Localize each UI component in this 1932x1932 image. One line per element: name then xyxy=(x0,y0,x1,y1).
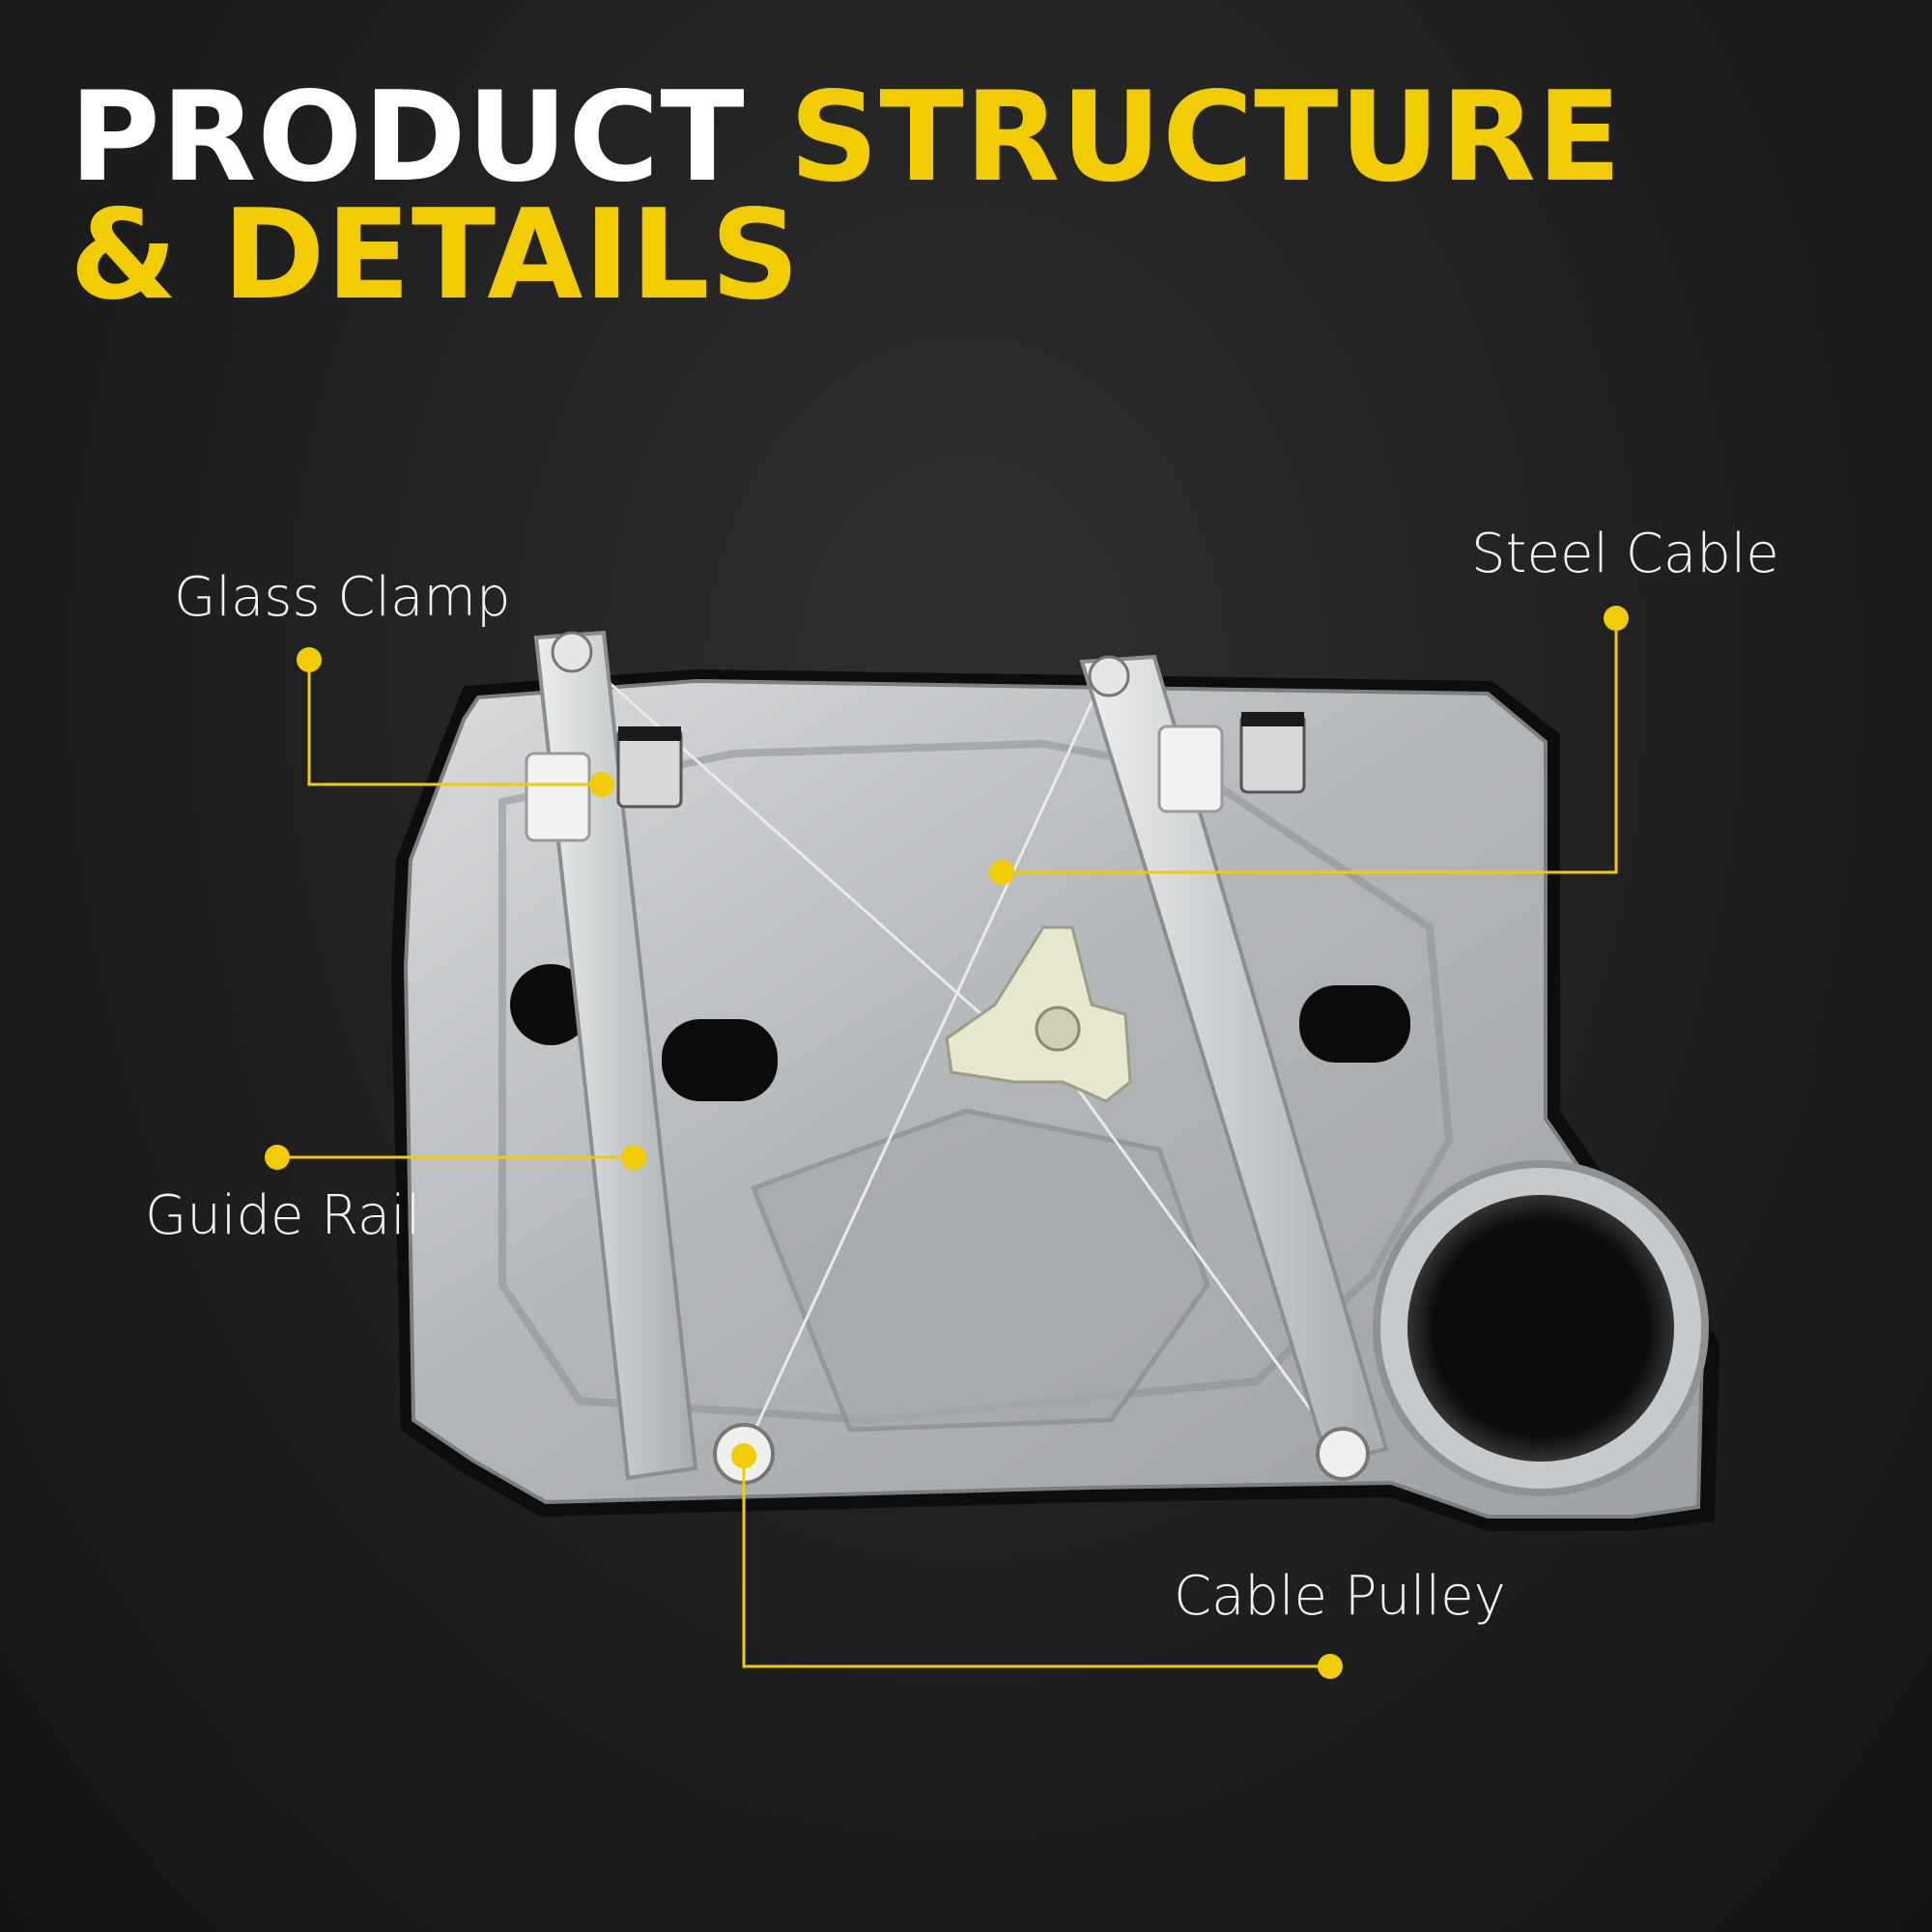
cable-pulley-dot-start xyxy=(731,1443,756,1468)
guide-rail-dot-end xyxy=(621,1145,646,1170)
speaker-hole xyxy=(1407,1195,1674,1462)
glass-clamp-dot-start xyxy=(297,647,322,672)
cable-pulley-leader xyxy=(742,1456,1330,1668)
door-panel xyxy=(391,669,1719,1531)
glass-clamp-leader xyxy=(307,660,602,786)
steel-cable-leader xyxy=(1002,618,1618,874)
glass-clamp-left xyxy=(525,726,683,842)
cable-pulley-label: Cable Pulley xyxy=(1174,1565,1506,1628)
panel-hole-right xyxy=(1299,985,1410,1063)
guide-rail-right xyxy=(1079,654,1389,1466)
title-word-structure: STRUCTURE xyxy=(789,66,1623,210)
guide-rail-left xyxy=(533,630,698,1481)
cable-drum xyxy=(945,925,1132,1103)
glass-clamp-label: Glass Clamp xyxy=(174,566,511,629)
cable-pulley-dot-end xyxy=(1318,1654,1343,1679)
callout-lines xyxy=(277,618,1618,1668)
title-word-product: PRODUCT xyxy=(70,66,746,210)
steel-cable-dot-end xyxy=(989,860,1014,885)
cable-pulley-right xyxy=(1316,1427,1370,1481)
page-title: PRODUCT STRUCTURE & DETAILS xyxy=(70,76,1622,318)
steel-cables xyxy=(574,650,1345,1455)
panel-hole-left xyxy=(510,964,591,1045)
guide-rail-dot-start xyxy=(265,1145,290,1170)
steel-cable-dot-start xyxy=(1604,606,1629,631)
guide-rail-label: Guide Rail xyxy=(145,1184,421,1247)
glass-clamp-dot-end xyxy=(589,772,614,797)
panel-emboss xyxy=(498,739,1454,1425)
steel-cable-label: Steel Cable xyxy=(1471,523,1779,585)
title-word-details: & DETAILS xyxy=(70,184,801,327)
callout-dots xyxy=(265,606,1629,1679)
panel-hole-oval xyxy=(662,1019,778,1101)
glass-clamp-right xyxy=(1157,712,1306,813)
